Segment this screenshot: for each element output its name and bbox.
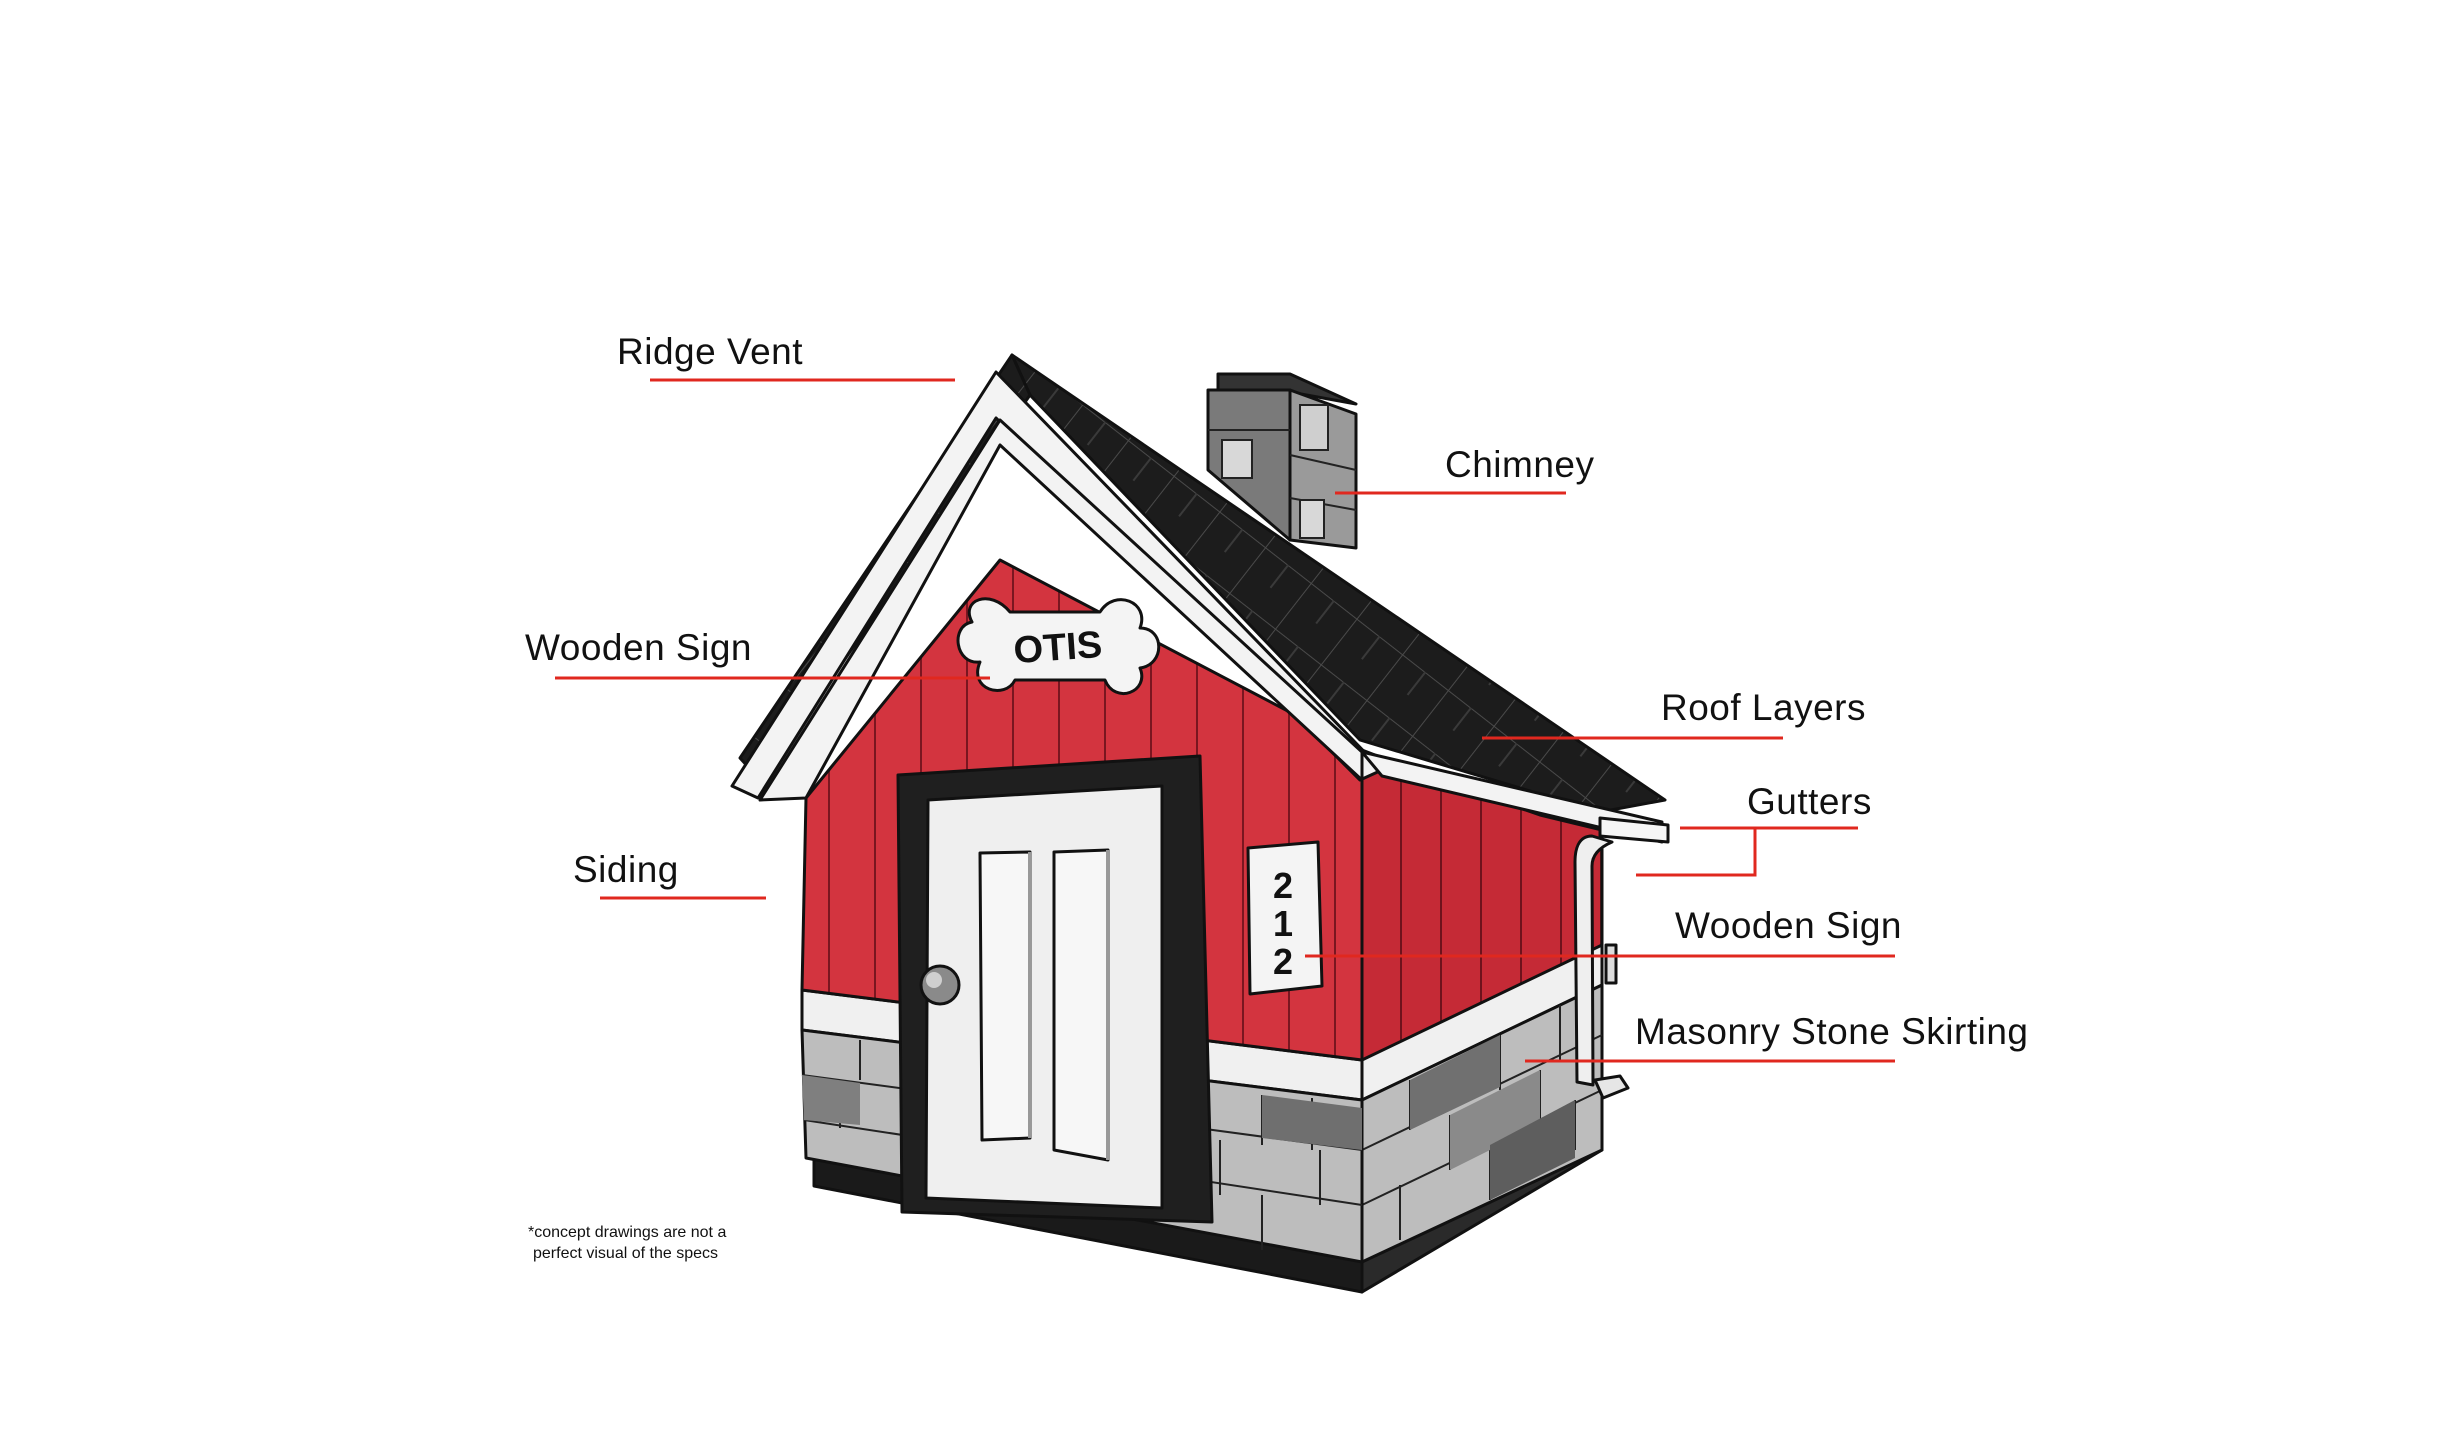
house-number-plaque: 2 1 2 bbox=[1246, 840, 1324, 996]
leader-gutters bbox=[1636, 826, 1858, 877]
label-wooden-sign-left: Wooden Sign bbox=[525, 627, 752, 668]
doghouse-illustration: OTIS 2 1 2 bbox=[730, 353, 1670, 1294]
disclaimer-line-2: perfect visual of the specs bbox=[533, 1245, 718, 1262]
label-siding: Siding bbox=[573, 849, 679, 890]
house-number-digit-2: 1 bbox=[1273, 903, 1293, 944]
otis-sign-text: OTIS bbox=[1012, 624, 1103, 672]
leader-lines bbox=[555, 378, 1895, 1063]
downspout bbox=[1573, 834, 1630, 1100]
label-roof-layers: Roof Layers bbox=[1661, 687, 1866, 728]
house-number-digit-1: 2 bbox=[1273, 865, 1293, 906]
label-ridge-vent: Ridge Vent bbox=[617, 331, 803, 372]
otis-bone-sign: OTIS bbox=[956, 597, 1161, 695]
label-masonry-stone-skirting: Masonry Stone Skirting bbox=[1635, 1011, 2029, 1052]
disclaimer-line-1: *concept drawings are not a bbox=[528, 1224, 726, 1241]
label-gutters: Gutters bbox=[1747, 781, 1872, 822]
chimney-illustration bbox=[1206, 372, 1358, 550]
label-chimney: Chimney bbox=[1445, 444, 1595, 485]
house-number-digit-3: 2 bbox=[1273, 941, 1293, 982]
label-wooden-sign-right: Wooden Sign bbox=[1675, 905, 1902, 946]
